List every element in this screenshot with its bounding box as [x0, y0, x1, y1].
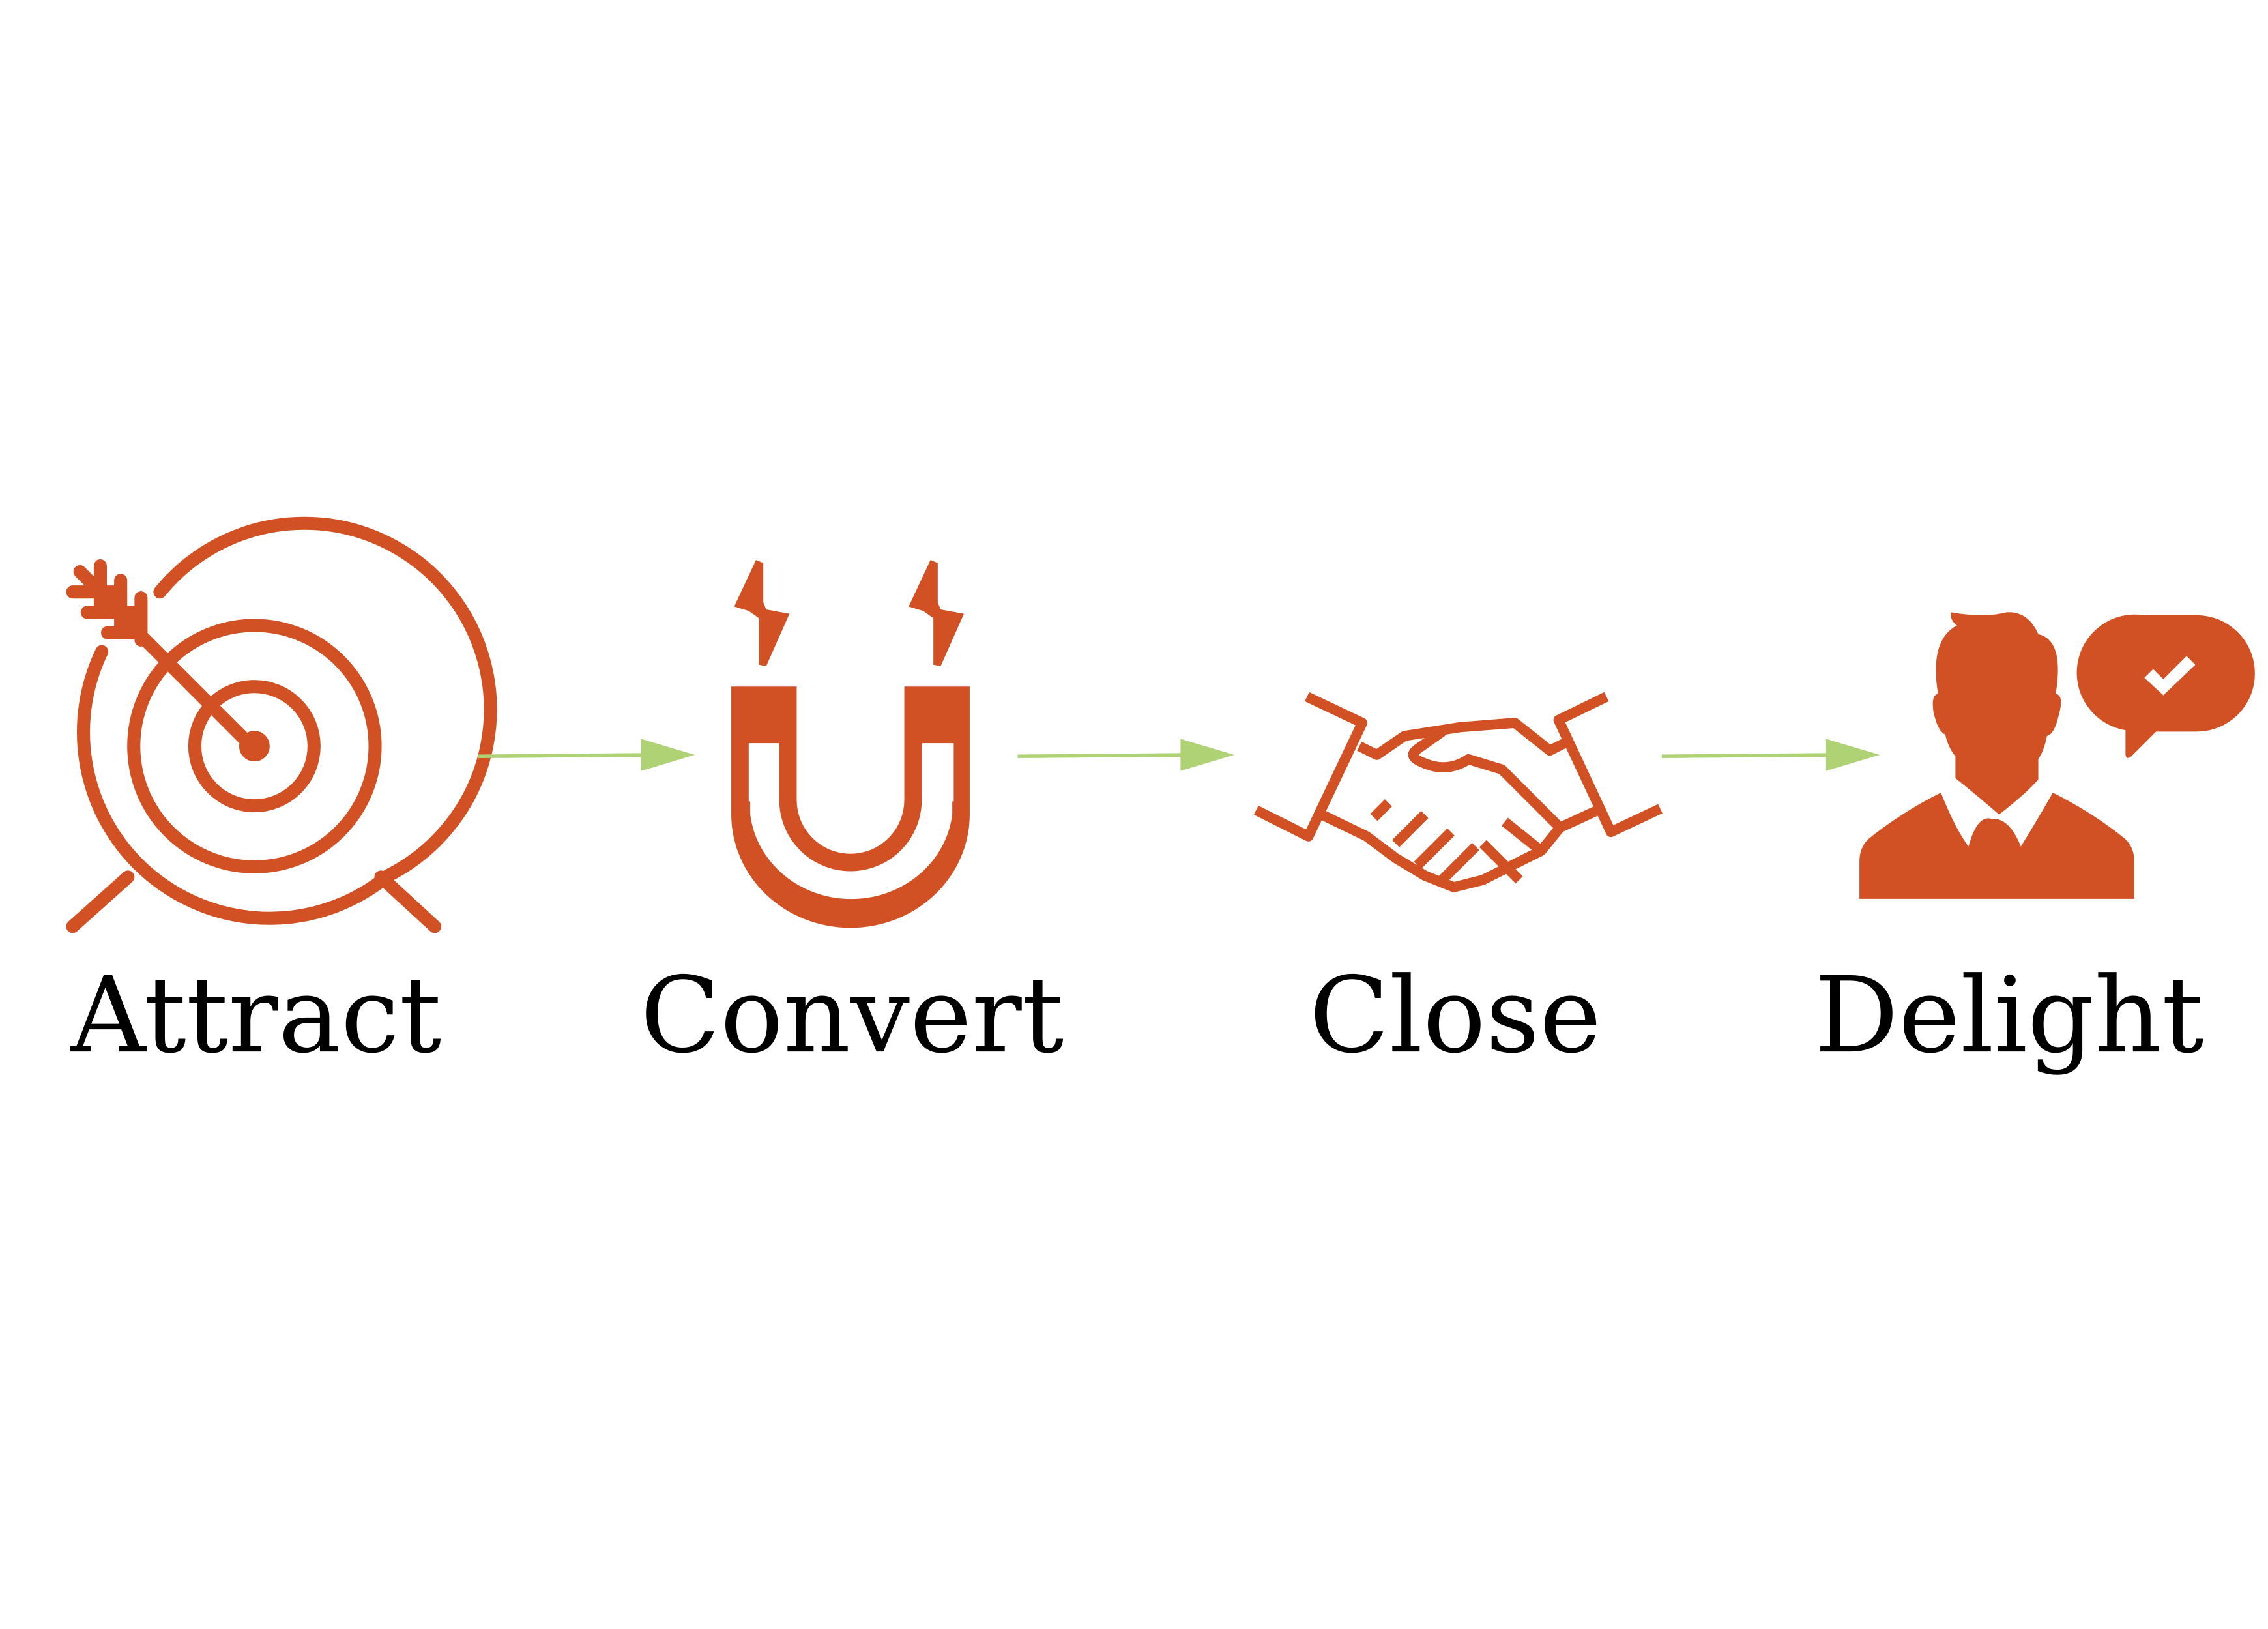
- target-arrow-icon: [66, 516, 497, 933]
- stage-label-close: Close: [1309, 954, 1601, 1076]
- flow-arrow-3: [1661, 739, 1880, 771]
- magnet-icon: [731, 560, 970, 928]
- stage-label-attract: Attract: [70, 954, 441, 1076]
- flow-arrow-2: [1017, 739, 1234, 771]
- stage-label-delight: Delight: [1814, 954, 2203, 1076]
- stage-label-convert: Convert: [640, 954, 1064, 1076]
- happy-customer-icon: [1859, 612, 2255, 899]
- handshake-icon: [1253, 692, 1663, 892]
- flow-arrow-1: [478, 739, 695, 771]
